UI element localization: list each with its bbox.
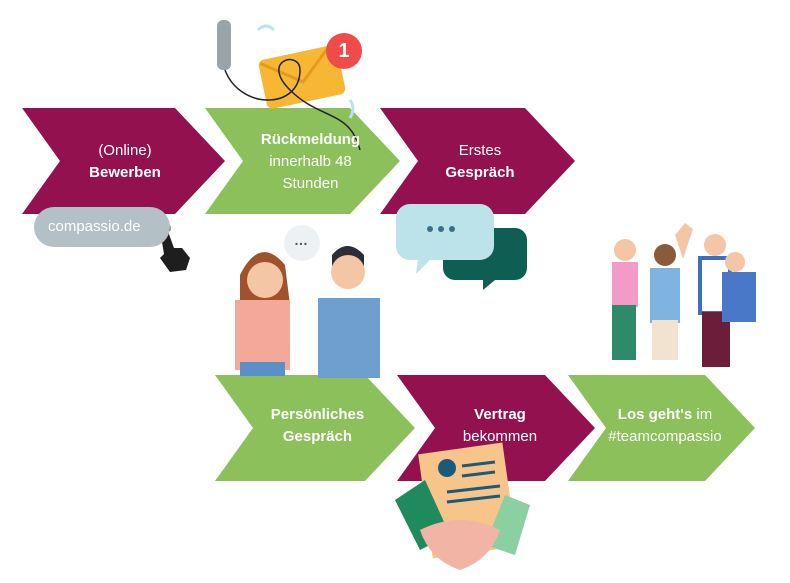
speech-bubbles-illustration (396, 204, 527, 290)
contract-handshake-illustration (395, 442, 530, 570)
step-6-label: Los geht's im#teamcompassio (608, 406, 722, 445)
chevron-step-4 (215, 375, 415, 481)
chevron-step-2 (205, 108, 400, 214)
speech-dots: … (294, 232, 308, 248)
step-1-label: (Online)Bewerben (89, 142, 161, 181)
website-link[interactable]: compassio.de (34, 207, 170, 247)
notification-badge: 1 (326, 33, 362, 69)
people-talking-illustration (235, 225, 380, 378)
chevron-step-6 (568, 375, 755, 481)
chevron-step-3 (380, 108, 575, 214)
phone-envelope-illustration (217, 20, 361, 151)
chevron-step-1 (22, 108, 225, 214)
team-celebration-illustration (612, 223, 756, 367)
